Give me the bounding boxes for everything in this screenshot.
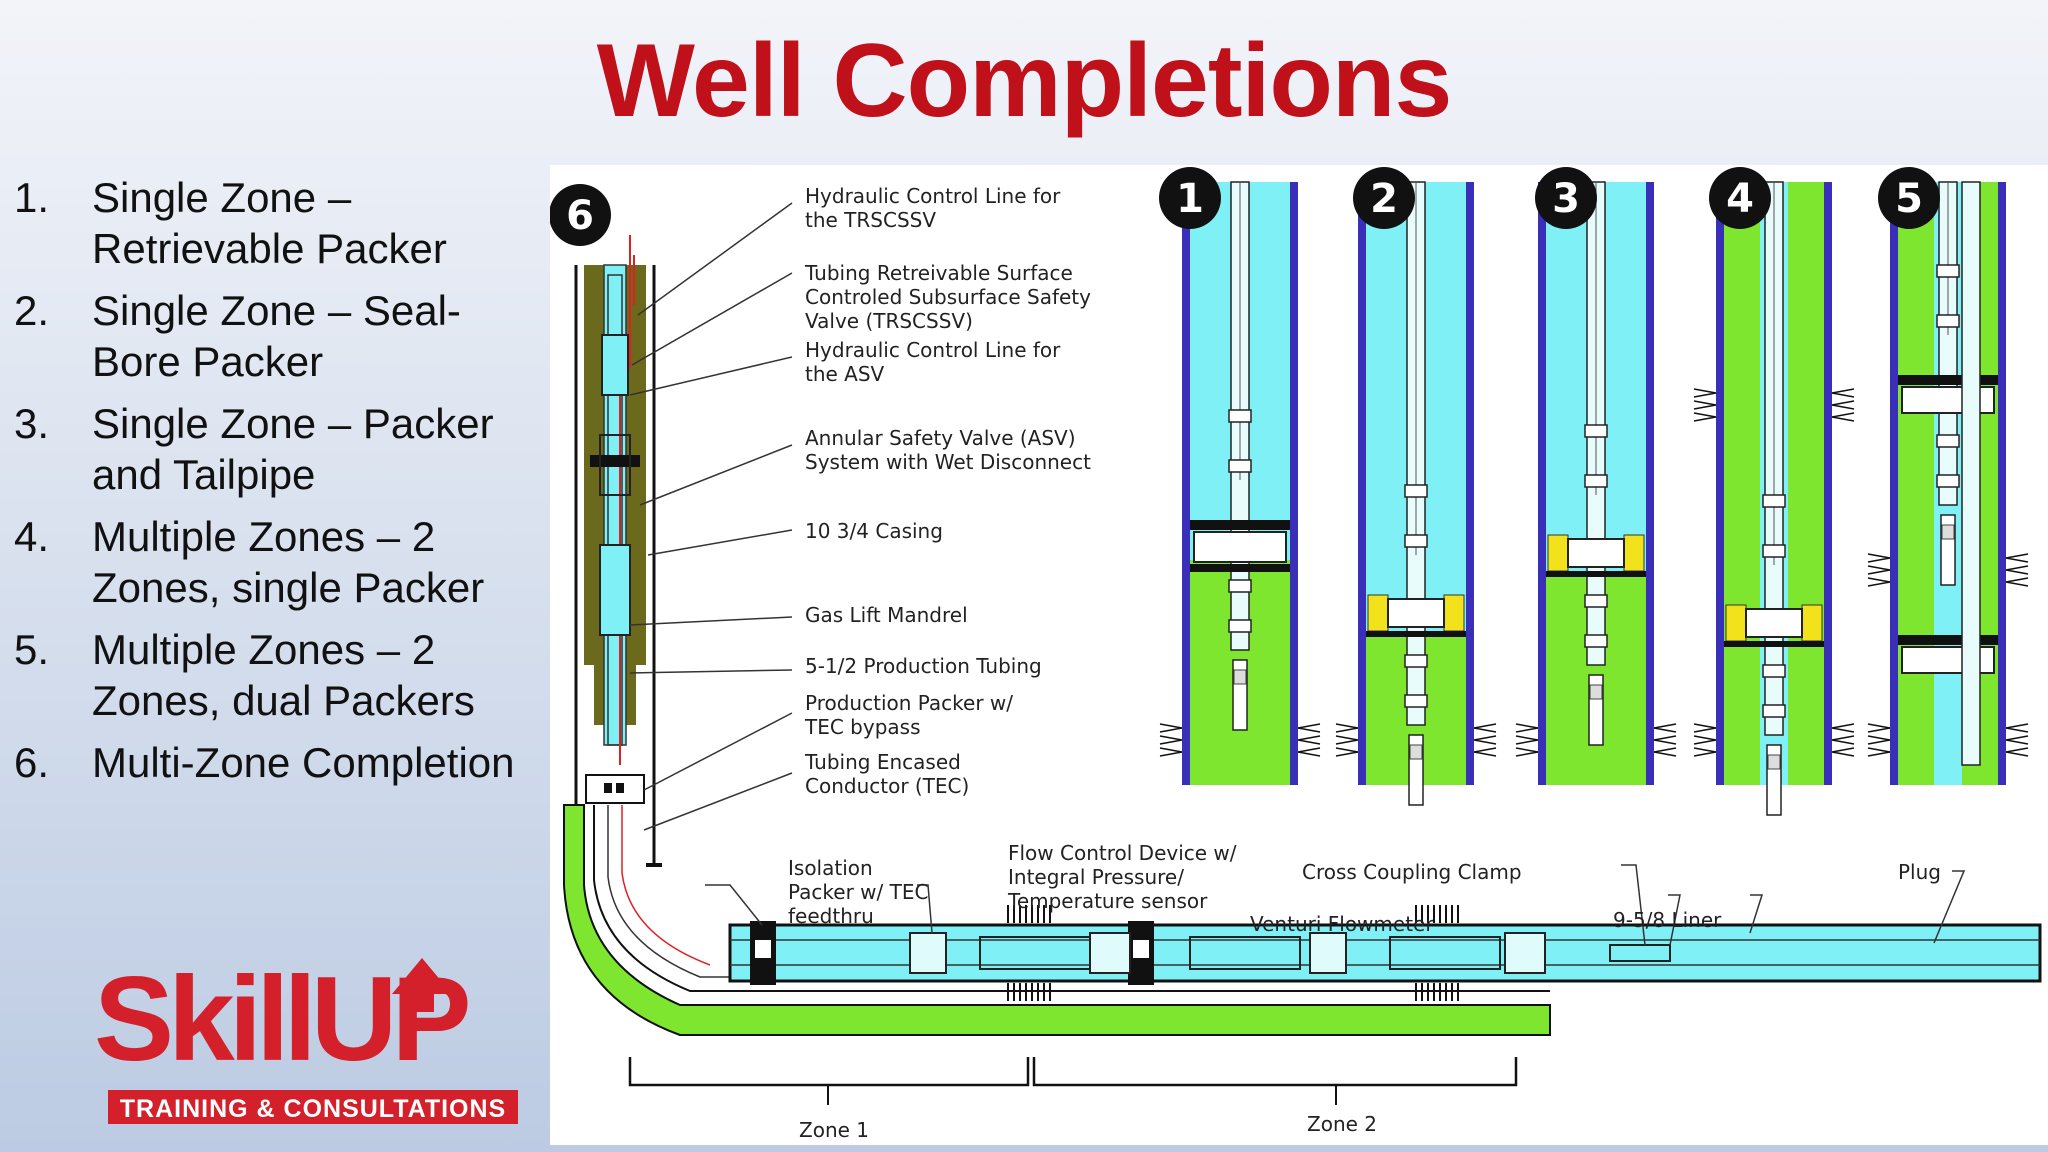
well-schematics-1-5	[1159, 181, 2029, 816]
well-1-schematic	[1159, 181, 1321, 785]
badge-6-number: 6	[566, 193, 594, 239]
label-plug: Plug	[1898, 860, 1941, 884]
label-flow-control-device: Temperature sensor	[1007, 889, 1208, 913]
label-cross-coupling-clamp: Cross Coupling Clamp	[1302, 860, 1522, 884]
list-number: 5.	[14, 626, 50, 673]
list-text: Single Zone –	[92, 174, 352, 221]
label-isolation-packer: Isolation	[788, 856, 873, 880]
list-item: 1. Single Zone –Retrievable Packer	[14, 172, 554, 274]
label-asv: System with Wet Disconnect	[805, 450, 1091, 474]
badge-5-number: 5	[1895, 176, 1923, 222]
well-2-schematic	[1335, 181, 1497, 806]
list-text: Single Zone – Seal-	[92, 287, 461, 334]
badge-2: 2	[1353, 167, 1415, 229]
list-item: 2. Single Zone – Seal-Bore Packer	[14, 285, 554, 387]
logo-tagline-bar	[108, 1090, 518, 1124]
list-number: 2.	[14, 287, 50, 334]
label-tec: Conductor (TEC)	[805, 774, 969, 798]
page-title: Well Completions	[596, 23, 1453, 139]
badge-1: 1	[1159, 167, 1221, 229]
label-trscssv: Controled Subsurface Safety	[805, 285, 1091, 309]
badge-3-number: 3	[1552, 176, 1580, 222]
list-text: Bore Packer	[92, 338, 324, 385]
list-number: 6.	[14, 739, 50, 786]
list-item: 6. Multi-Zone Completion	[14, 737, 554, 788]
label-leaders	[629, 202, 1966, 946]
label-venturi-flowmeter: Venturi Flowmeter	[1250, 912, 1434, 936]
logo-arrow-icon	[392, 958, 452, 1012]
well-5-schematic	[1867, 181, 2029, 785]
badge-1-number: 1	[1176, 176, 1204, 222]
well-3-schematic	[1515, 181, 1677, 785]
list-text: and Tailpipe	[92, 451, 316, 498]
diagram-labels: Hydraulic Control Line for the TRSCSSV T…	[788, 184, 1941, 1142]
label-trscssv: Tubing Retreivable Surface	[804, 261, 1073, 285]
list-text: Multiple Zones – 2	[92, 626, 436, 673]
logo-tagline: TRAINING & CONSULTATIONS	[120, 1095, 506, 1123]
label-liner: 9-5/8 Liner	[1613, 908, 1722, 932]
label-zone-1: Zone 1	[799, 1118, 869, 1142]
label-production-packer: Production Packer w/	[805, 691, 1013, 715]
label-hcl-trscssv: the TRSCSSV	[805, 208, 936, 232]
label-hcl-asv: the ASV	[805, 362, 885, 386]
skillup-logo: SkillUP TRAINING & CONSULTATIONS	[94, 952, 518, 1124]
label-casing: 10 3/4 Casing	[805, 519, 943, 543]
list-text: Multiple Zones – 2	[92, 513, 436, 560]
completion-diagram: Hydraulic Control Line for the TRSCSSV T…	[550, 167, 2042, 1142]
completion-diagram-panel: Hydraulic Control Line for the TRSCSSV T…	[550, 165, 2048, 1145]
label-flow-control-device: Integral Pressure/	[1008, 865, 1184, 889]
badge-2-number: 2	[1370, 176, 1398, 222]
label-trscssv: Valve (TRSCSSV)	[805, 309, 973, 333]
badge-4-number: 4	[1726, 176, 1754, 222]
label-tec: Tubing Encased	[804, 750, 961, 774]
list-text: Zones, single Packer	[92, 564, 485, 611]
badge-5: 5	[1878, 167, 1940, 229]
label-isolation-packer: feedthru	[788, 904, 874, 928]
badge-6: 6	[550, 184, 611, 246]
well-6-schematic	[563, 235, 2042, 1105]
completion-type-list: 1. Single Zone –Retrievable Packer 2. Sing…	[14, 172, 554, 799]
label-hcl-asv: Hydraulic Control Line for	[805, 338, 1061, 362]
label-flow-control-device: Flow Control Device w/	[1008, 841, 1237, 865]
label-production-tubing: 5-1/2 Production Tubing	[805, 654, 1042, 678]
well-4-schematic	[1693, 181, 1855, 816]
list-number: 3.	[14, 400, 50, 447]
label-asv: Annular Safety Valve (ASV)	[805, 426, 1076, 450]
badge-4: 4	[1709, 167, 1771, 229]
list-text: Zones, dual Packers	[92, 677, 475, 724]
label-zone-2: Zone 2	[1307, 1112, 1377, 1136]
label-hcl-trscssv: Hydraulic Control Line for	[805, 184, 1061, 208]
list-text: Retrievable Packer	[92, 225, 447, 272]
list-text: Multi-Zone Completion	[92, 739, 515, 786]
badge-3: 3	[1535, 167, 1597, 229]
list-number: 4.	[14, 513, 50, 560]
list-text: Single Zone – Packer	[92, 400, 494, 447]
label-gas-lift-mandrel: Gas Lift Mandrel	[805, 603, 968, 627]
label-isolation-packer: Packer w/ TEC	[788, 880, 928, 904]
label-production-packer: TEC bypass	[804, 715, 921, 739]
list-number: 1.	[14, 174, 50, 221]
